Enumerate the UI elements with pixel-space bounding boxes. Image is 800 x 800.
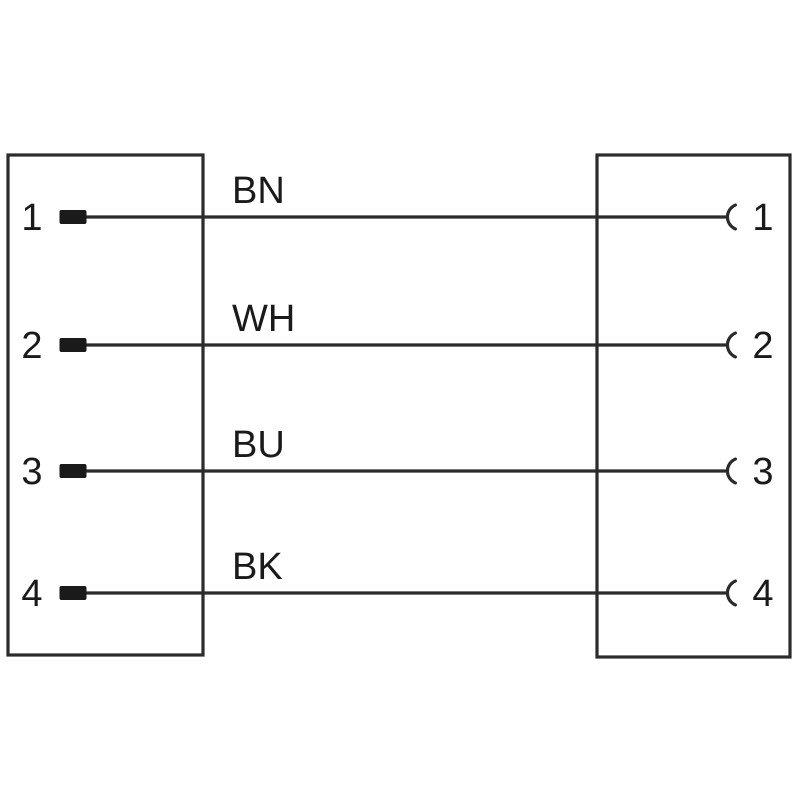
wire-label-brown: BN bbox=[232, 170, 285, 212]
left-pin-block-1 bbox=[59, 210, 87, 224]
left-pin-number-2: 2 bbox=[21, 325, 42, 367]
right-pin-number-2: 2 bbox=[752, 325, 773, 367]
left-pin-number-1: 1 bbox=[21, 197, 42, 239]
wire-label-blue: BU bbox=[232, 424, 285, 466]
left-pin-block-2 bbox=[59, 338, 87, 352]
left-pin-block-3 bbox=[59, 464, 87, 478]
wire-label-black: BK bbox=[232, 546, 283, 588]
wire-label-white: WH bbox=[232, 298, 295, 340]
right-pin-number-4: 4 bbox=[752, 573, 773, 615]
right-connector-housing bbox=[595, 153, 792, 659]
left-connector-housing bbox=[6, 153, 205, 657]
left-pin-block-4 bbox=[59, 586, 87, 600]
wire-rows-group: 1 1 BN 2 2 WH 3 3 BU 4 4 BK bbox=[21, 170, 773, 615]
right-socket-arc-2 bbox=[725, 331, 737, 359]
right-pin-number-3: 3 bbox=[752, 451, 773, 493]
left-pin-number-3: 3 bbox=[21, 451, 42, 493]
right-socket-arc-1 bbox=[725, 203, 737, 231]
right-pin-number-1: 1 bbox=[752, 197, 773, 239]
right-socket-arc-3 bbox=[725, 457, 737, 485]
left-pin-number-4: 4 bbox=[21, 573, 42, 615]
right-socket-arc-4 bbox=[725, 579, 737, 607]
